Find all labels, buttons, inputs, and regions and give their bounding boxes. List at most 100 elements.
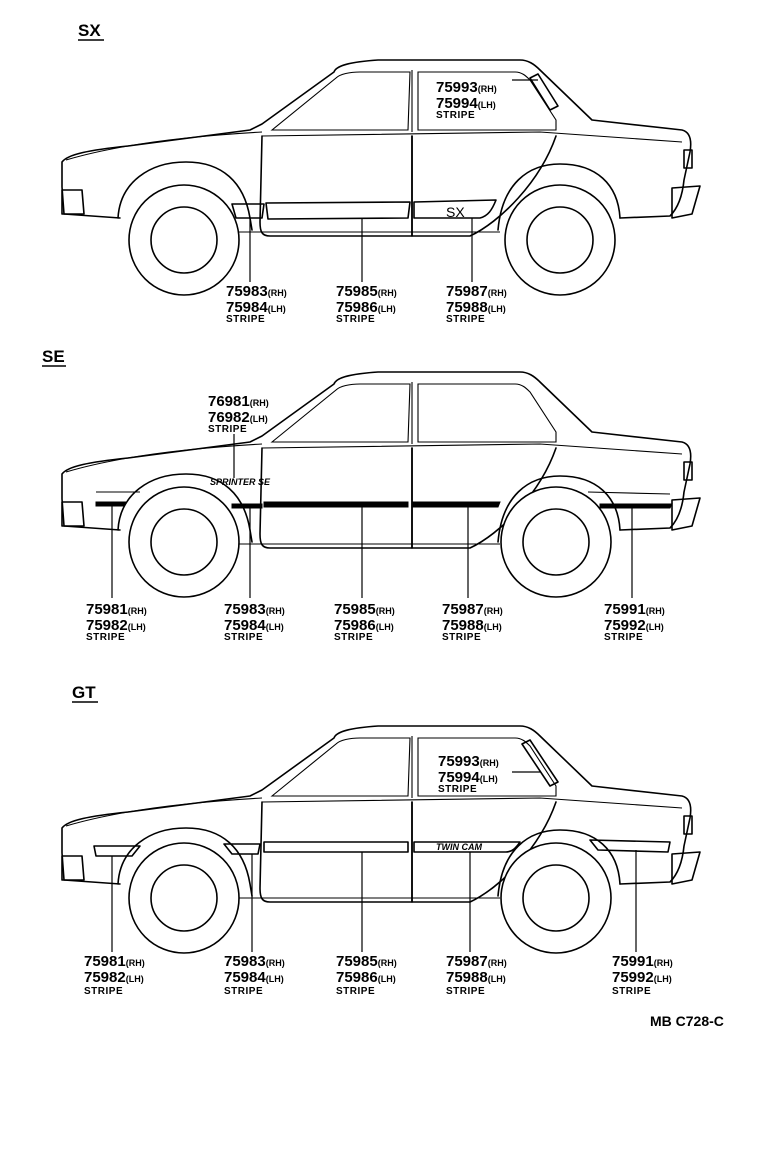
svg-text:75987(RH): 75987(RH)	[442, 601, 503, 618]
part-number-lh: 75982	[86, 617, 128, 634]
part-number-rh: 75993	[438, 753, 480, 770]
svg-text:75992(LH): 75992(LH)	[612, 969, 672, 986]
rh-tag: (RH)	[126, 958, 145, 968]
rh-tag: (RH)	[268, 288, 287, 298]
stripe-note: STRIPE	[442, 632, 481, 643]
lh-tag: (LH)	[266, 622, 284, 632]
svg-text:75993(RH): 75993(RH)	[438, 753, 499, 770]
svg-text:75985(RH): 75985(RH)	[336, 283, 397, 300]
stripe-body-gt	[93, 839, 671, 857]
part-number-rh: 75985	[336, 283, 378, 300]
rh-tag: (RH)	[266, 606, 285, 616]
stripe-note: STRIPE	[436, 110, 475, 121]
part-number-lh: 75986	[334, 617, 376, 634]
lh-tag: (LH)	[654, 974, 672, 984]
car-outline-sx	[61, 59, 701, 296]
rh-tag: (RH)	[250, 398, 269, 408]
section-sx: SX SX 75993(RH) 75994(LH) STRIPE	[61, 21, 701, 325]
lh-tag: (LH)	[378, 974, 396, 984]
leader-lines-gt	[111, 771, 637, 952]
stripe-note: STRIPE	[86, 632, 125, 643]
callout-75991: 75991(RH) 75992(LH) STRIPE	[612, 953, 673, 997]
part-number-rh: 75981	[84, 953, 126, 970]
callout-75993: 75993(RH) 75994(LH) STRIPE	[438, 753, 499, 795]
svg-text:75982(LH): 75982(LH)	[86, 617, 146, 634]
stripe-note: STRIPE	[224, 632, 263, 643]
part-number-rh: 75983	[224, 601, 266, 618]
stripe-note: STRIPE	[208, 424, 247, 435]
part-number-lh: 75988	[446, 969, 488, 986]
part-number-rh: 75985	[334, 601, 376, 618]
lh-tag: (LH)	[266, 974, 284, 984]
callout-75985: 75985(RH) 75986(LH) STRIPE	[336, 953, 397, 997]
svg-text:76981(RH): 76981(RH)	[208, 393, 269, 410]
callout-75985: 75985(RH) 75986(LH) STRIPE	[334, 601, 395, 643]
lh-tag: (LH)	[484, 622, 502, 632]
stripe-note: STRIPE	[84, 986, 123, 997]
callout-75993: 75993(RH) 75994(LH) STRIPE	[436, 79, 497, 121]
svg-text:75981(RH): 75981(RH)	[86, 601, 147, 618]
svg-text:75991(RH): 75991(RH)	[612, 953, 673, 970]
svg-text:75982(LH): 75982(LH)	[84, 969, 144, 986]
rh-tag: (RH)	[478, 84, 497, 94]
car-outline-gt	[61, 725, 701, 954]
svg-text:75983(RH): 75983(RH)	[226, 283, 287, 300]
part-number-lh: 75982	[84, 969, 126, 986]
svg-text:75987(RH): 75987(RH)	[446, 953, 507, 970]
rh-tag: (RH)	[646, 606, 665, 616]
lh-tag: (LH)	[126, 974, 144, 984]
part-number-lh: 75994	[436, 95, 478, 112]
svg-text:75985(RH): 75985(RH)	[336, 953, 397, 970]
lh-tag: (LH)	[646, 622, 664, 632]
part-number-lh: 75994	[438, 769, 480, 786]
stripe-note: STRIPE	[446, 314, 485, 325]
stripe-note: STRIPE	[604, 632, 643, 643]
callout-75985: 75985(RH) 75986(LH) STRIPE	[336, 283, 397, 325]
emblem-se: SPRINTER SE	[210, 477, 271, 487]
rh-tag: (RH)	[376, 606, 395, 616]
callout-75987: 75987(RH) 75988(LH) STRIPE	[442, 601, 503, 643]
part-number-rh: 75987	[446, 283, 488, 300]
reference-code: MB C728-C	[650, 1013, 724, 1029]
svg-text:75986(LH): 75986(LH)	[336, 299, 396, 316]
part-number-rh: 75993	[436, 79, 478, 96]
lh-tag: (LH)	[478, 100, 496, 110]
stripe-note: STRIPE	[446, 986, 485, 997]
lh-tag: (LH)	[488, 304, 506, 314]
part-number-rh: 75987	[442, 601, 484, 618]
callout-75981: 75981(RH) 75982(LH) STRIPE	[84, 953, 145, 997]
svg-text:75988(LH): 75988(LH)	[446, 969, 506, 986]
part-number-lh: 75988	[446, 299, 488, 316]
rh-tag: (RH)	[484, 606, 503, 616]
callout-75987: 75987(RH) 75988(LH) STRIPE	[446, 283, 507, 325]
lh-tag: (LH)	[480, 774, 498, 784]
svg-text:75986(LH): 75986(LH)	[334, 617, 394, 634]
svg-text:75994(LH): 75994(LH)	[436, 95, 496, 112]
svg-text:75994(LH): 75994(LH)	[438, 769, 498, 786]
rh-tag: (RH)	[488, 288, 507, 298]
lh-tag: (LH)	[488, 974, 506, 984]
svg-text:76982(LH): 76982(LH)	[208, 409, 268, 426]
rh-tag: (RH)	[128, 606, 147, 616]
svg-text:75984(LH): 75984(LH)	[226, 299, 286, 316]
leader-lines-se	[111, 434, 633, 598]
svg-text:75992(LH): 75992(LH)	[604, 617, 664, 634]
svg-text:75983(RH): 75983(RH)	[224, 601, 285, 618]
lh-tag: (LH)	[268, 304, 286, 314]
part-number-lh: 75992	[604, 617, 646, 634]
callout-75991: 75991(RH) 75992(LH) STRIPE	[604, 601, 665, 643]
part-number-rh: 75983	[224, 953, 266, 970]
svg-text:75983(RH): 75983(RH)	[224, 953, 285, 970]
svg-text:75984(LH): 75984(LH)	[224, 969, 284, 986]
callout-75983: 75983(RH) 75984(LH) STRIPE	[224, 601, 285, 643]
part-number-rh: 75981	[86, 601, 128, 618]
part-number-rh: 75991	[604, 601, 646, 618]
section-se: SE SPRINTER SE 76981(RH) 76982	[42, 347, 701, 643]
emblem-gt: TWIN CAM	[436, 842, 482, 852]
part-number-rh: 75987	[446, 953, 488, 970]
rh-tag: (RH)	[378, 958, 397, 968]
stripe-note: STRIPE	[336, 314, 375, 325]
rh-tag: (RH)	[480, 758, 499, 768]
stripe-body-se	[95, 491, 673, 509]
